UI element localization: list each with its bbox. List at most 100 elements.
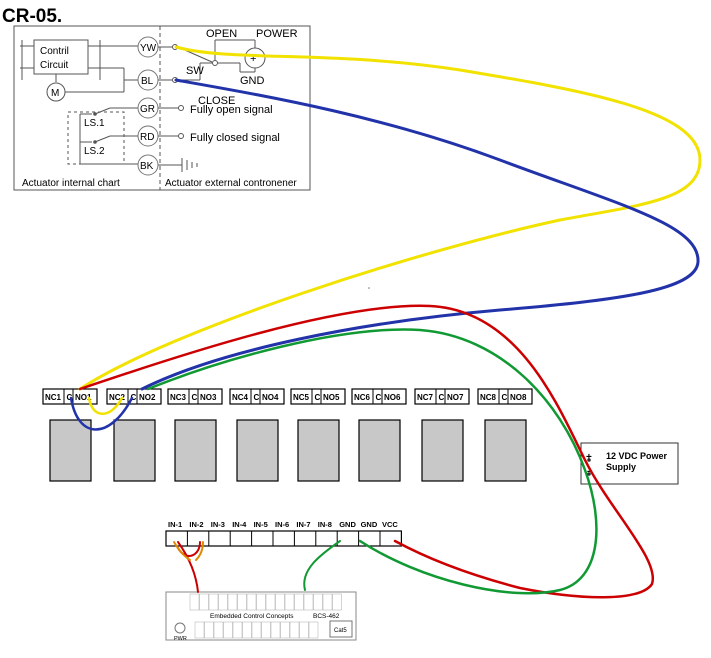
board-pin — [289, 621, 300, 639]
board-pin — [256, 593, 266, 611]
board-pin — [199, 593, 209, 611]
fully-open-signal-label: Fully open signal — [190, 104, 273, 116]
relay-terminal-no-label: NO5 — [323, 393, 340, 402]
board-pin — [204, 621, 214, 639]
control-circuit-box — [33, 39, 89, 75]
board-pin — [246, 593, 257, 611]
power-supply-box — [580, 442, 679, 485]
board-pin — [227, 593, 238, 611]
motor-label: M — [51, 88, 59, 99]
board-bottom-pin-row — [194, 621, 319, 639]
relay-body — [484, 419, 527, 482]
board-pin — [237, 593, 247, 611]
input-terminal-label: IN-4 — [232, 520, 247, 529]
input-terminal-label: IN-5 — [254, 520, 268, 529]
red-wire — [78, 304, 655, 599]
relay-terminal-nc-label: NC1 — [45, 393, 62, 402]
relay-terminal-nc-label: NC3 — [170, 393, 187, 402]
gnd-label: GND — [240, 75, 265, 87]
relay-body — [49, 419, 92, 482]
internal-chart-caption: Actuator internal chart — [22, 178, 120, 189]
input-terminal-label: GND — [339, 520, 356, 529]
limit-switch-2-label: LS.2 — [84, 146, 105, 157]
close-label: CLOSE — [198, 95, 235, 107]
input-terminal-label: IN-1 — [168, 520, 182, 529]
wire-gr-label: GR — [140, 104, 155, 115]
relay-terminal-block — [229, 388, 285, 405]
wire-bl-label: BL — [141, 76, 154, 87]
control-label-line1: Contril — [40, 46, 69, 57]
power-supply-label-line1: 12 VDC Power — [606, 451, 668, 461]
wire-bk-label: BK — [140, 161, 154, 172]
input-terminal-label: IN-2 — [189, 520, 203, 529]
cat5-label: Cat5 — [334, 628, 347, 634]
board-pin — [242, 621, 252, 639]
board-pin — [189, 593, 200, 611]
board-pin — [251, 621, 262, 639]
blue-jumper-wire — [69, 396, 134, 431]
open-label: OPEN — [206, 28, 237, 40]
page-title: CR-05. — [2, 6, 62, 27]
input-terminal-label: IN-6 — [275, 520, 289, 529]
relay-terminal-nc-label: NC8 — [480, 393, 497, 402]
input-terminal-label: IN-7 — [296, 520, 310, 529]
board-pin — [213, 621, 224, 639]
power-supply-plus-terminal: + — [586, 452, 592, 463]
board-pin — [284, 593, 295, 611]
pwr-led-icon — [174, 622, 186, 634]
relay-body — [421, 419, 464, 482]
board-pin — [299, 621, 309, 639]
controller-board-model: BCS-462 — [313, 613, 340, 620]
controller-board: Embedded Control Concepts BCS-462 PWR Ca… — [165, 591, 357, 642]
board-pin — [261, 621, 271, 639]
relay-terminal-block — [42, 388, 98, 405]
relay-body — [174, 419, 217, 482]
relay-terminal-no-label: NO4 — [262, 393, 279, 402]
relay-terminal-nc-label: NC4 — [232, 393, 249, 402]
relay-terminal-no-label: NO8 — [510, 393, 527, 402]
board-pin — [313, 593, 323, 611]
pwr-label: PWR — [174, 636, 187, 642]
relay-terminal-block — [351, 388, 407, 405]
board-pin — [294, 593, 304, 611]
relay-terminal-no-label: NO1 — [75, 393, 92, 402]
power-supply-minus-terminal: - — [587, 466, 590, 477]
relay-terminal-no-label: NO3 — [200, 393, 217, 402]
relay-terminal-nc-label: NC6 — [354, 393, 371, 402]
relay-terminal-no-label: NO2 — [139, 393, 156, 402]
relay-terminal-c-label: C — [502, 393, 508, 402]
input-terminal-label: GND — [361, 520, 378, 529]
relay-terminal-nc-label: NC2 — [109, 393, 126, 402]
relay-terminal-no-label: NO6 — [384, 393, 401, 402]
board-pin — [208, 593, 219, 611]
input-strip-frame — [165, 530, 402, 547]
wires — [69, 45, 702, 599]
controller-board-name: Embedded Control Concepts — [210, 613, 294, 620]
control-label-line2: Circuit — [40, 60, 69, 71]
yellow-jumper-wire — [87, 396, 124, 415]
board-pin — [322, 593, 333, 611]
board-top-pin-row — [189, 593, 342, 611]
relay-terminal-nc-label: NC7 — [417, 393, 434, 402]
wire-yw-label: YW — [140, 43, 157, 54]
relay-terminal-block — [290, 388, 346, 405]
board-pin — [232, 621, 243, 639]
fully-closed-signal-label: Fully closed signal — [190, 132, 280, 144]
board-pin — [303, 593, 314, 611]
power-supply-label-line2: Supply — [606, 462, 636, 472]
board-pin — [194, 621, 205, 639]
board-pin — [270, 621, 281, 639]
relay-terminal-c-label: C — [315, 393, 321, 402]
power-plus-symbol: + — [250, 53, 256, 65]
relay-terminal-c-label: C — [376, 393, 382, 402]
